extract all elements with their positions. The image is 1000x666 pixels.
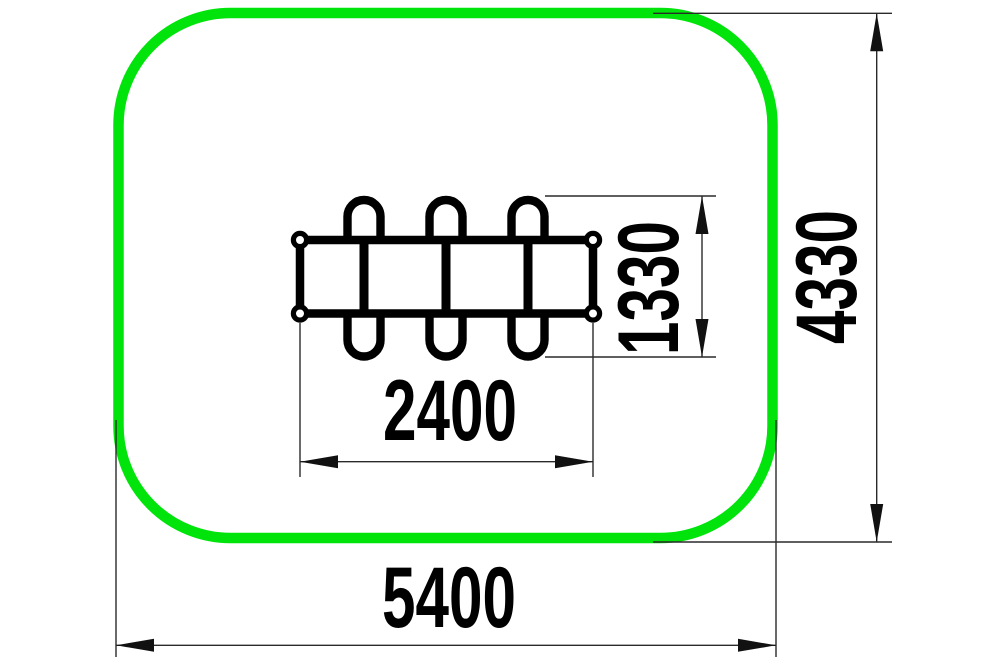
top-loop-3 [507, 195, 549, 242]
dimension-label-equip-width: 1330 [600, 221, 696, 355]
dimension-labels: 2400 5400 1330 4330 [382, 210, 874, 645]
dimension-label-zone-width: 5400 [382, 549, 516, 645]
post-circle-top-left [290, 230, 310, 250]
arrowhead-equip-length-right [555, 455, 593, 469]
safety-zone-outline [113, 7, 778, 544]
equipment-top-view [290, 195, 603, 361]
dimension-label-equip-length: 2400 [383, 362, 517, 458]
extension-lines [115, 12, 892, 657]
post-circle-bottom-right [583, 304, 603, 323]
arrowhead-equip-width-bottom [695, 319, 709, 357]
top-loop-2 [425, 195, 467, 242]
arrowhead-zone-width-right [738, 638, 776, 652]
arrowhead-zone-width-left [116, 638, 154, 652]
arrowhead-equip-width-top [695, 196, 709, 234]
arrowhead-zone-depth-bottom [870, 504, 884, 542]
post-circle-top-right [583, 230, 603, 250]
arrowhead-equip-length-left [300, 455, 338, 469]
bottom-loop-2 [425, 312, 467, 361]
post-circle-bottom-left [290, 304, 310, 323]
bottom-loop-3 [507, 312, 549, 361]
top-loop-1 [343, 195, 385, 242]
bottom-loop-1 [343, 312, 385, 361]
arrowhead-zone-depth-top [870, 13, 884, 52]
dimension-lines [116, 13, 884, 652]
dimension-label-zone-depth: 4330 [778, 210, 874, 344]
